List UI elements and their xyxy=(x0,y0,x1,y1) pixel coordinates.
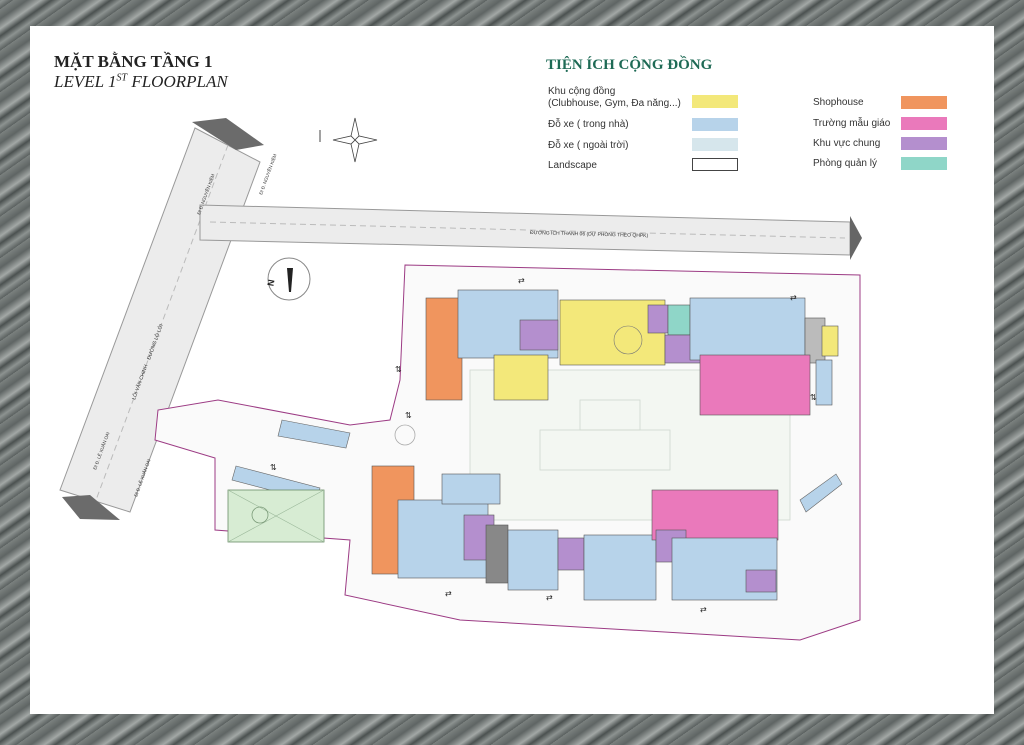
legend-label-community: Khu cộng đồng(Clubhouse, Gym, Đa năng...… xyxy=(548,86,681,109)
svg-text:⇄: ⇄ xyxy=(518,276,525,285)
shophouse-block-nw xyxy=(425,297,463,401)
compass-rose-icon xyxy=(319,117,378,163)
road-end-marker-bottom xyxy=(62,495,120,520)
road-label-top: ĐƯỜNG ÍCH THANH 06 (DỰ PHÒNG THEO QHPK) xyxy=(530,229,649,239)
svg-text:⇅: ⇅ xyxy=(810,393,817,402)
legend-label-kindergarten: Trường mẫu giáo xyxy=(813,118,891,129)
page-title: MẶT BẰNG TẦNG 1 xyxy=(54,52,213,71)
legend-label-indoor-parking: Đỗ xe ( trong nhà) xyxy=(548,119,629,130)
svg-text:⇅: ⇅ xyxy=(405,411,412,420)
legend-swatch-community xyxy=(692,95,738,108)
top-road xyxy=(199,204,862,260)
legend-label-landscape: Landscape xyxy=(548,160,597,171)
top-road-arrow xyxy=(850,216,862,260)
legend-swatch-shophouse xyxy=(901,96,947,109)
road-label-nk-b: ĐI Đ. NGUYỄN KIỆM xyxy=(256,152,277,195)
legend-label-shophouse: Shophouse xyxy=(813,97,864,108)
legend-title: TIỆN ÍCH CỘNG ĐỒNG xyxy=(546,57,713,73)
legend-swatch-indoor-parking xyxy=(692,118,738,131)
legend-swatch-kindergarten xyxy=(901,117,947,130)
road-end-marker-top xyxy=(192,118,264,150)
legend-swatch-outdoor-parking xyxy=(692,138,738,151)
svg-text:⇄: ⇄ xyxy=(700,605,707,614)
legend-swatch-landscape xyxy=(692,158,738,171)
legend-swatch-management xyxy=(901,157,947,170)
north-arrow-icon: N xyxy=(266,257,311,301)
south-building xyxy=(371,465,779,601)
north-building xyxy=(425,289,839,416)
svg-text:⇄: ⇄ xyxy=(445,589,452,598)
legend-label-outdoor-parking: Đỗ xe ( ngoài trời) xyxy=(548,140,629,151)
svg-text:⇅: ⇅ xyxy=(270,463,277,472)
traffic-arrows: ⇄ ⇄ ⇅ ⇅ ⇅ ⇄ ⇄ ⇄ ⇅ xyxy=(270,276,817,614)
legend-swatch-common-area xyxy=(901,137,947,150)
page-subtitle: LEVEL 1ST FLOORPLAN xyxy=(54,72,228,91)
north-label: N xyxy=(266,279,277,287)
garden-landscape xyxy=(227,489,325,543)
svg-text:⇅: ⇅ xyxy=(395,365,402,374)
svg-text:⇄: ⇄ xyxy=(546,593,553,602)
legend-label-common-area: Khu vực chung xyxy=(813,138,881,149)
legend-label-management: Phòng quản lý xyxy=(813,158,877,169)
svg-text:⇄: ⇄ xyxy=(790,293,797,302)
